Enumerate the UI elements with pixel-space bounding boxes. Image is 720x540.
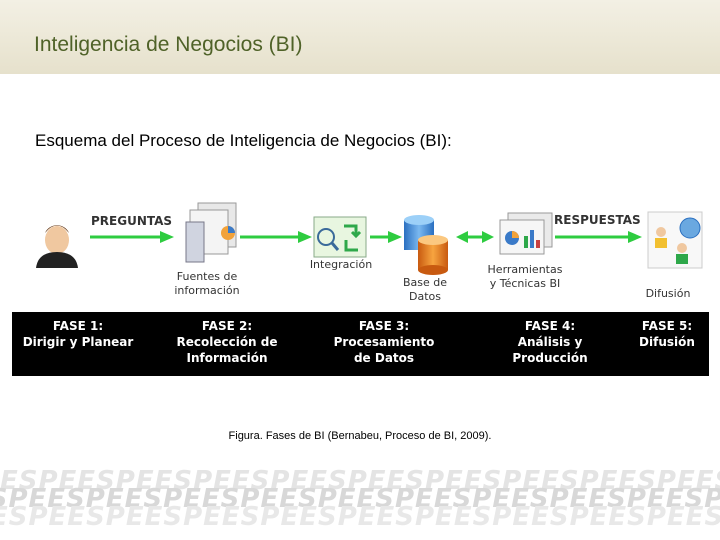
phase-5: FASE 5: Difusión	[639, 319, 695, 349]
watermark-row-2: ESPEESPEESPEESPEESPEESPEESPEESPEESPEESPE…	[0, 484, 720, 514]
questions-arrow	[90, 231, 174, 243]
bidirectional-arrow	[456, 231, 494, 243]
figure-caption: Figura. Fases de BI (Bernabeu, Proceso d…	[228, 430, 492, 442]
phase-3: FASE 3: Procesamiento de Datos	[333, 319, 435, 365]
watermark-row-3: ESPEESPEESPEESPEESPEESPEESPEESPEESPEESPE…	[0, 502, 720, 526]
answers-arrow	[555, 231, 642, 243]
slide-title: Inteligencia de Negocios (BI)	[34, 33, 303, 56]
bi-tools-label: Herramientas y Técnicas BI	[487, 263, 563, 290]
answers-label: RESPUESTAS	[554, 213, 641, 227]
watermark-row-1: ESPEESPEESPEESPEESPEESPEESPEESPEESPEESPE…	[0, 466, 720, 496]
dissemination-label: Difusión	[645, 287, 691, 300]
phase-4: FASE 4: Análisis y Producción	[512, 319, 588, 365]
integration-icon	[313, 216, 367, 258]
bi-tools-icon	[499, 212, 553, 255]
slide-subtitle: Esquema del Proceso de Inteligencia de N…	[35, 131, 452, 150]
integration-label: Integración	[309, 258, 373, 271]
data-sources-icon	[185, 202, 237, 263]
database-label: Base de Datos	[402, 276, 448, 303]
phase-1: FASE 1: Dirigir y Planear	[22, 319, 134, 349]
data-sources-label: Fuentes de información	[174, 270, 240, 297]
user-icon	[36, 225, 78, 268]
database-icon	[404, 215, 448, 275]
header-band	[0, 0, 720, 74]
espe-watermark-footer: ESPEESPEESPEESPEESPEESPEESPEESPEESPEESPE…	[0, 466, 720, 526]
phase-2: FASE 2: Recolección de Información	[176, 319, 278, 365]
users-icon	[647, 211, 703, 269]
phases-band	[12, 312, 709, 376]
questions-label: PREGUNTAS	[91, 214, 173, 228]
